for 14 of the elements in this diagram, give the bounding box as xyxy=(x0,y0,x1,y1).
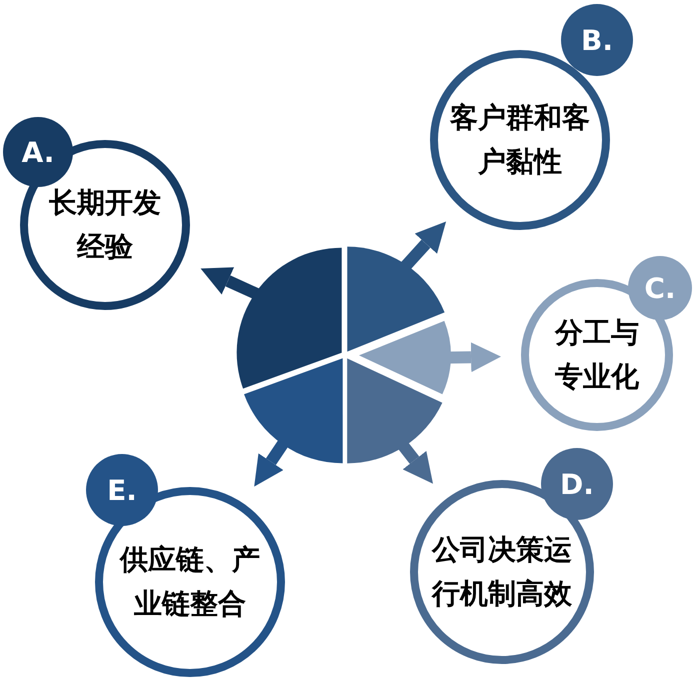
pie-slice xyxy=(347,246,445,352)
node-text: 公司决策运行机制高效 xyxy=(430,532,573,612)
letter-badge: A. xyxy=(3,117,73,187)
node-text: 供应链、产业链整合 xyxy=(118,542,261,622)
node-text: 客户群和客户黏性 xyxy=(448,100,591,180)
pie-slice xyxy=(359,320,451,394)
pie-slice xyxy=(236,248,342,389)
letter-badge: D. xyxy=(541,448,613,520)
letter-badge: E. xyxy=(86,454,158,526)
letter-badge: C. xyxy=(628,256,692,320)
letter-badge: B. xyxy=(561,4,633,76)
node-text: 长期开发经验 xyxy=(48,185,162,265)
pie-slice xyxy=(347,358,442,464)
pie-slice xyxy=(244,358,343,464)
